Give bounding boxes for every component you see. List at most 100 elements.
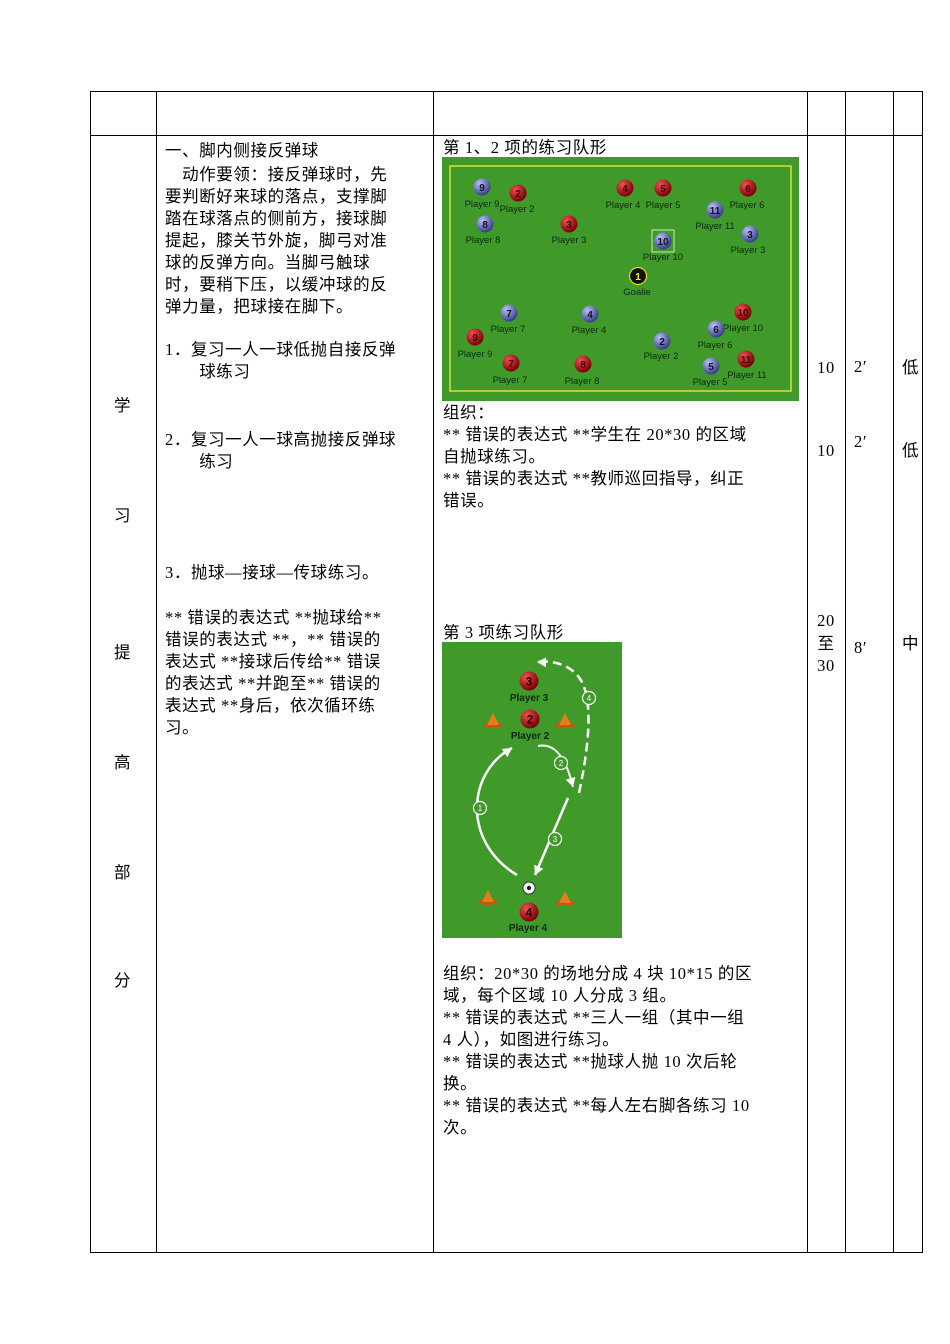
player-marker bbox=[574, 355, 592, 373]
step-marker bbox=[553, 755, 569, 771]
section-label-char: 部 bbox=[114, 863, 132, 882]
player-marker bbox=[616, 179, 634, 197]
player-label: Player 11 bbox=[727, 370, 766, 381]
cone-icon bbox=[559, 891, 571, 903]
text-line: 错误。 bbox=[443, 491, 495, 510]
player-label: Player 8 bbox=[565, 376, 600, 387]
player-marker bbox=[737, 350, 755, 368]
player-marker bbox=[706, 201, 724, 219]
player-number: 3 bbox=[526, 675, 533, 689]
player-number: 8 bbox=[482, 220, 488, 231]
player-marker bbox=[739, 179, 757, 197]
player-number: 2 bbox=[659, 337, 665, 348]
text-line: 弹力量，把球接在脚下。 bbox=[165, 297, 354, 316]
player-number: 6 bbox=[713, 325, 719, 336]
table-border bbox=[90, 1252, 923, 1253]
text-line: 错误的表达式 **，** 错误的 bbox=[165, 630, 381, 649]
player-marker bbox=[519, 902, 539, 922]
item-1: 1．复习一人一球低抛自接反弹 球练习 bbox=[165, 339, 396, 383]
table-border bbox=[807, 91, 808, 1253]
player-label: Player 10 bbox=[723, 323, 763, 334]
count-row-3: 至 bbox=[817, 634, 835, 653]
player-label: Player 3 bbox=[552, 235, 587, 246]
player-marker bbox=[702, 357, 720, 375]
cone-icon bbox=[487, 713, 499, 725]
player-marker bbox=[654, 232, 672, 250]
arrowhead bbox=[565, 776, 576, 787]
player-marker bbox=[581, 305, 599, 323]
player-label: Player 4 bbox=[509, 923, 548, 934]
player-number: 3 bbox=[747, 230, 753, 241]
table-border bbox=[90, 135, 923, 136]
intensity-row-3: 中 bbox=[902, 634, 920, 653]
step-number: 2 bbox=[559, 759, 564, 768]
text-line: 组织： bbox=[443, 403, 495, 422]
text-line: 踏在球落点的侧前方，接球脚 bbox=[165, 209, 388, 228]
player-label: Goalie bbox=[623, 287, 650, 298]
count-row-1: 10 bbox=[817, 358, 835, 377]
organization-1-text: 组织：** 错误的表达式 **学生在 20*30 的区域自抛球练习。** 错误的… bbox=[443, 402, 747, 512]
time-row-1: 2′ bbox=[854, 357, 868, 376]
table-border bbox=[845, 91, 846, 1253]
arrowhead bbox=[534, 864, 544, 875]
table-border bbox=[433, 91, 434, 1253]
cone-icon bbox=[559, 713, 571, 725]
player-number: 5 bbox=[660, 184, 666, 195]
text-line: 自抛球练习。 bbox=[443, 447, 546, 466]
player-number: 2 bbox=[527, 713, 534, 727]
intensity-row-1: 低 bbox=[902, 358, 920, 377]
text-line: 表达式 **身后，依次循环练 bbox=[165, 696, 376, 715]
text-line: 球的反弹方向。当脚弓触球 bbox=[165, 253, 371, 272]
text-line: 换。 bbox=[443, 1074, 478, 1093]
formation-3-title: 第 3 项练习队形 bbox=[443, 623, 564, 642]
intensity-row-2: 低 bbox=[902, 441, 920, 460]
count-row-3: 20 bbox=[817, 611, 835, 630]
item-3: 3．抛球—接球—传球练习。 bbox=[165, 563, 380, 582]
text-line: ** 错误的表达式 **三人一组（其中一组 bbox=[443, 1008, 745, 1027]
player-label: Player 6 bbox=[698, 340, 733, 351]
player-label: Player 9 bbox=[458, 349, 493, 360]
player-label: Player 6 bbox=[730, 200, 765, 211]
selection-box bbox=[651, 229, 675, 253]
player-marker bbox=[707, 320, 725, 338]
player-marker bbox=[519, 671, 539, 691]
player-marker bbox=[628, 266, 648, 286]
count-row-3: 30 bbox=[817, 656, 835, 675]
player-marker bbox=[502, 354, 520, 372]
player-label: Player 2 bbox=[644, 351, 679, 362]
player-number: 4 bbox=[622, 184, 628, 195]
cone-icon bbox=[482, 890, 494, 902]
text-line: 表达式 **接球后传给** 错误 bbox=[165, 652, 381, 671]
player-marker bbox=[473, 178, 491, 196]
section-label-char: 高 bbox=[114, 753, 132, 772]
table-border bbox=[893, 91, 894, 1253]
step-marker bbox=[547, 831, 563, 847]
step-marker bbox=[581, 690, 597, 706]
player-marker bbox=[509, 184, 527, 202]
text-line: 4 人），如图进行练习。 bbox=[443, 1030, 620, 1049]
text-line: ** 错误的表达式 **学生在 20*30 的区域 bbox=[443, 425, 747, 444]
text-line: 球练习 bbox=[165, 362, 251, 381]
player-label: Player 4 bbox=[606, 200, 641, 211]
player-label: Player 10 bbox=[643, 252, 683, 263]
soccer-ball-patch bbox=[526, 885, 532, 891]
player-number: 10 bbox=[657, 237, 669, 248]
section-label-char: 分 bbox=[114, 971, 132, 990]
run-arrow-4 bbox=[536, 660, 590, 794]
arrowhead bbox=[537, 657, 547, 668]
item-3-description: ** 错误的表达式 **抛球给** 错误的表达式 **，** 错误的表达式 **接… bbox=[165, 607, 381, 739]
player-number: 6 bbox=[745, 184, 751, 195]
player-label: Player 9 bbox=[465, 199, 500, 210]
table-border bbox=[922, 91, 923, 1253]
player-number: 7 bbox=[508, 359, 514, 370]
field-boundary bbox=[449, 165, 792, 392]
step-number: 4 bbox=[587, 694, 592, 703]
time-row-2: 2′ bbox=[854, 432, 868, 451]
section-label-char: 提 bbox=[114, 643, 132, 662]
player-marker bbox=[466, 328, 484, 346]
text-line: ** 错误的表达式 **抛球给** bbox=[165, 608, 382, 627]
count-row-2: 10 bbox=[817, 441, 835, 460]
player-label: Player 3 bbox=[510, 693, 549, 704]
player-number: 5 bbox=[708, 362, 714, 373]
